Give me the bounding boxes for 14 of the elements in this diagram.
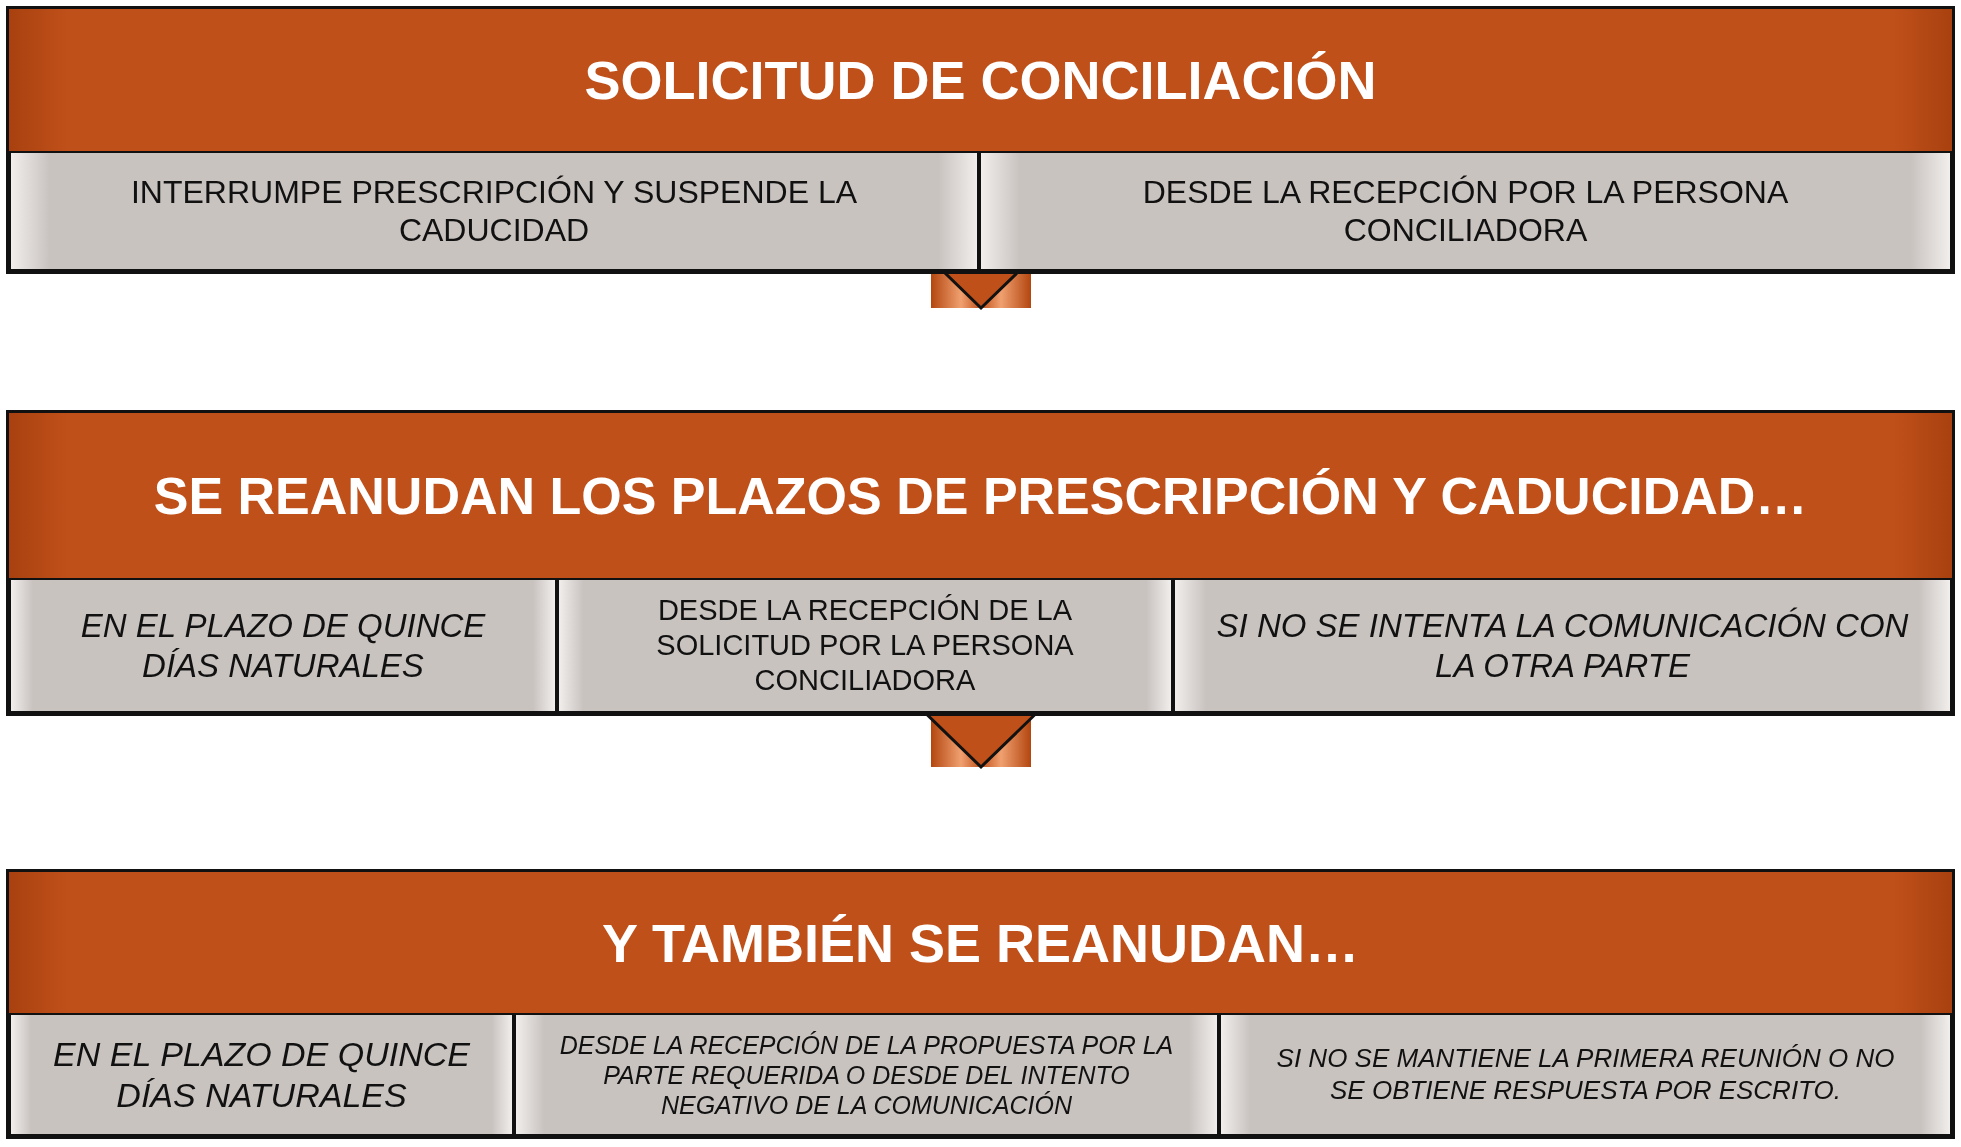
step-heading: Y TAMBIÉN SE REANUDAN… [9, 872, 1952, 1013]
info-cell: DESDE LA RECEPCIÓN DE LA PROPUESTA POR LA PARTE REQUERIDA O DESDE DEL INTENTO NEGATIVO DE LA COMUNICACIÓN [514, 1013, 1219, 1136]
info-cell: INTERRUMPE PRESCRIPCIÓN Y SUSPENDE LA CADUCIDAD [9, 151, 979, 271]
info-cell: SI NO SE MANTIENE LA PRIMERA REUNIÓN O NO SE OBTIENE RESPUESTA POR ESCRITO. [1219, 1013, 1952, 1136]
info-cell: SI NO SE INTENTA LA COMUNICACIÓN CON LA OTRA PARTE [1173, 578, 1952, 713]
info-cell: EN EL PLAZO DE QUINCE DÍAS NATURALES [9, 578, 557, 713]
info-cell: DESDE LA RECEPCIÓN POR LA PERSONA CONCILIADORA [979, 151, 1952, 271]
step-heading: SE REANUDAN LOS PLAZOS DE PRESCRIPCIÓN Y CADUCIDAD… [9, 413, 1952, 578]
step-heading: SOLICITUD DE CONCILIACIÓN [9, 9, 1952, 151]
info-cell: EN EL PLAZO DE QUINCE DÍAS NATURALES [9, 1013, 514, 1136]
step-panel [6, 869, 1955, 1139]
step-panel [6, 6, 1955, 274]
step-panel [6, 410, 1955, 716]
info-cell: DESDE LA RECEPCIÓN DE LA SOLICITUD POR LA PERSONA CONCILIADORA [557, 578, 1173, 713]
